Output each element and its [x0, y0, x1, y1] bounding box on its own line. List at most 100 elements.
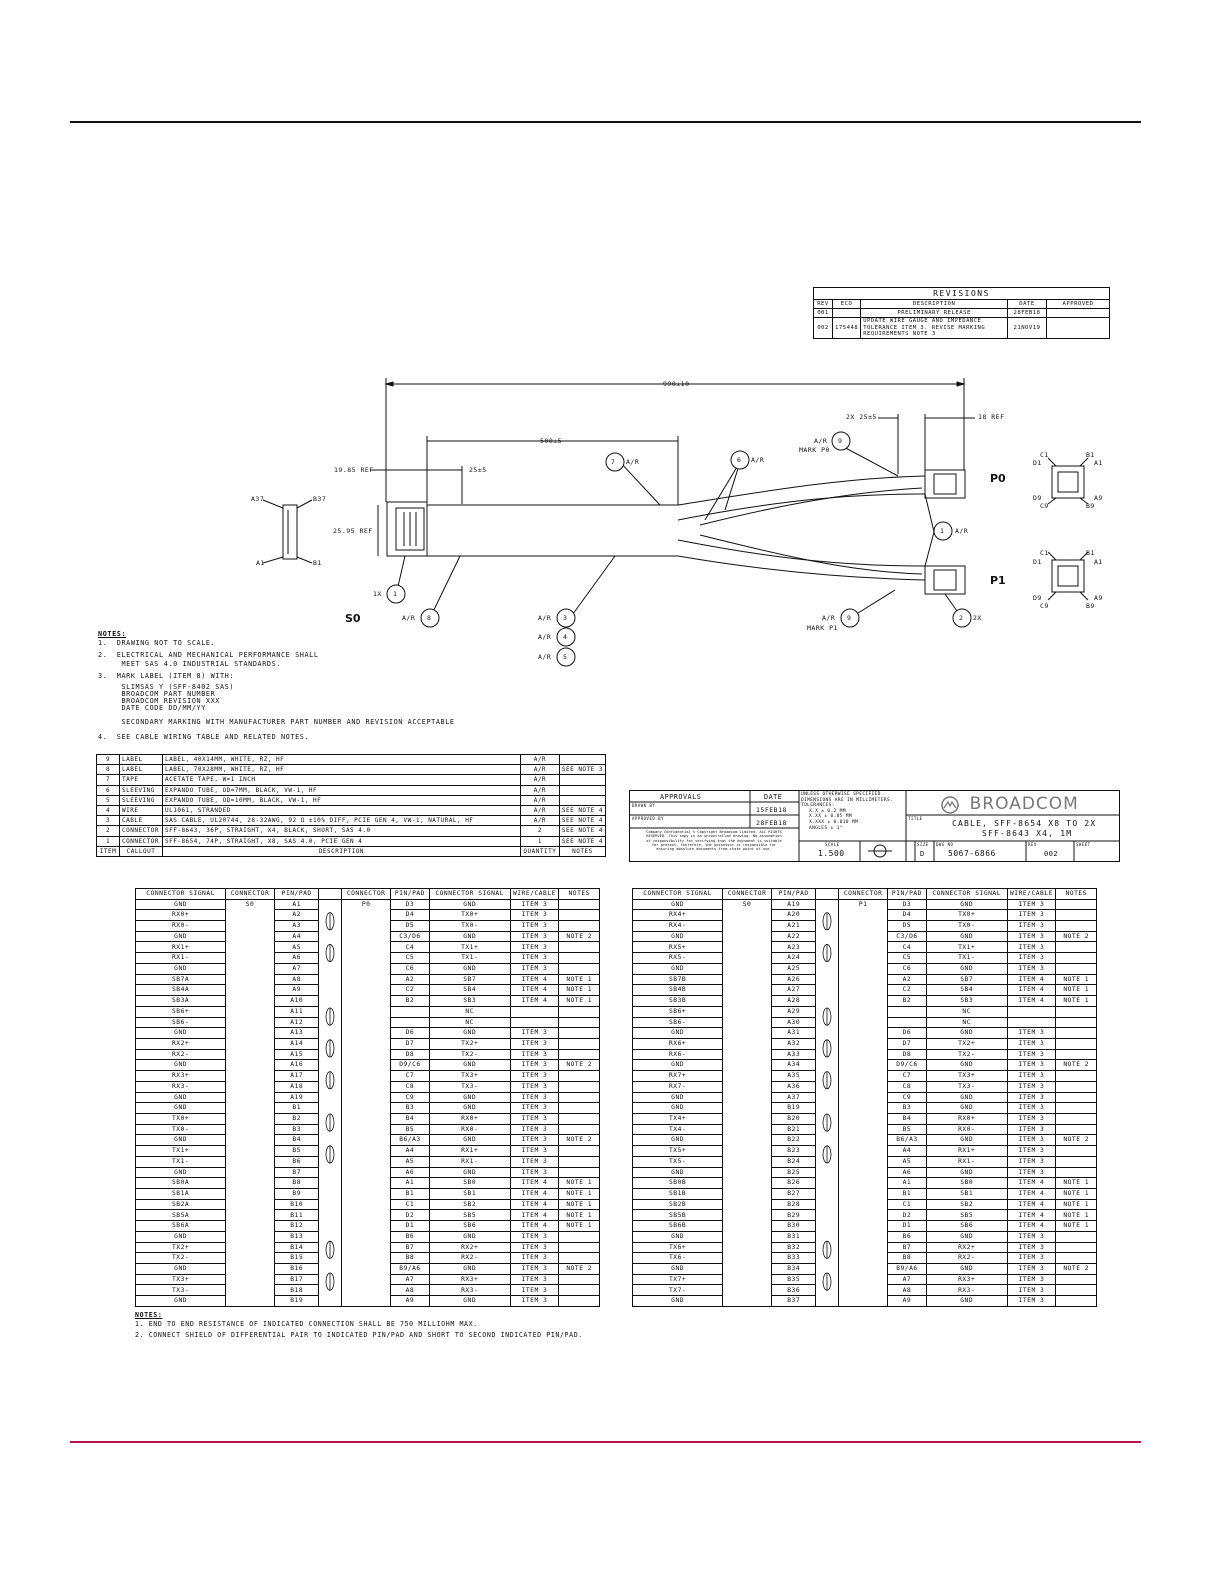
tolerance-line: UNLESS OTHERWISE SPECIFIED: [801, 792, 881, 797]
connector-signal-cell: TX7-: [631, 1284, 724, 1297]
notes-cell: NOTE 1: [1055, 1198, 1097, 1211]
wiring-header-cell: CONNECTOR SIGNAL: [428, 888, 511, 900]
date-cell: 21NOV19: [1007, 317, 1047, 339]
dim-tail: 2X 25±5: [846, 413, 877, 421]
wire-cable-cell: ITEM 3: [1006, 1252, 1057, 1265]
pin-pad-cell: D7: [390, 1037, 430, 1050]
pin-b1-label: B1: [313, 559, 322, 567]
quantity-cell: A/R: [519, 794, 560, 807]
wire-cable-cell: ITEM 3: [1006, 1230, 1057, 1243]
balloon-1: 1: [393, 590, 398, 598]
drawn-date: 15FEB18: [756, 806, 787, 814]
pin-pad-cell: B5: [273, 1145, 320, 1157]
connector-signal-cell: SB3: [428, 995, 511, 1007]
connector-signal-cell: GND: [925, 1102, 1008, 1114]
item-cell: 9: [96, 753, 120, 766]
wire-cable-cell: ITEM 3: [509, 952, 560, 964]
pin-pad-cell: D4: [887, 909, 927, 922]
connector-signal-cell: SB2B: [631, 1198, 724, 1211]
end-s0-label: S0: [345, 612, 361, 625]
pin-pad-cell: B13: [273, 1230, 320, 1243]
wire-cable-cell: ITEM 4: [509, 1220, 560, 1232]
wire-cable-cell: ITEM 3: [1006, 1091, 1057, 1104]
notes-cell: [558, 1284, 600, 1297]
rev-label: REV: [1028, 842, 1037, 847]
pin-pad-cell: D8: [887, 1048, 927, 1061]
pin-pad-cell: B7: [887, 1241, 927, 1254]
notes-cell: [1055, 1112, 1097, 1125]
callout-cell: SLEEVING: [119, 794, 163, 807]
pin-pad-cell: A37: [770, 1091, 817, 1104]
notes-cell: [1055, 1102, 1097, 1114]
notes-cell: [558, 898, 600, 911]
notes-cell: [558, 941, 600, 954]
connector-signal-cell: TX3-: [428, 1080, 511, 1093]
pin-pad-cell: B1: [390, 1188, 430, 1200]
connector-signal-cell: GND: [925, 1230, 1008, 1243]
notes-cell: NOTE 1: [558, 1177, 600, 1189]
pin-pad-cell: B19: [273, 1295, 320, 1307]
item-cell: 2: [96, 825, 120, 837]
connector-signal-cell: TX5+: [631, 1145, 724, 1157]
bom-header-callout: CALLOUT: [119, 845, 163, 858]
connector-signal-cell: TX0-: [428, 920, 511, 932]
pin-b9-label: B9: [1086, 502, 1095, 510]
item-cell: 3: [96, 815, 120, 827]
description-cell: EXPANDO TUBE, OD=10MM, BLACK, VW-1, HF: [162, 794, 521, 807]
item-cell: 5: [96, 794, 120, 807]
wiring-header-cell: NOTES: [1055, 888, 1097, 900]
connector-signal-cell: TX6-: [631, 1252, 724, 1265]
pin-pad-cell: B9/A6: [390, 1263, 430, 1275]
ar-label: A/R: [538, 653, 552, 661]
footer-rule: [70, 1441, 1141, 1443]
notes-cell: NOTE 1: [558, 1188, 600, 1200]
scale-value: 1.500: [818, 849, 845, 858]
pin-pad-cell: B4: [390, 1112, 430, 1125]
connector-signal-cell: GND: [925, 1027, 1008, 1039]
connector-signal-cell: RX3+: [134, 1070, 227, 1082]
connector-signal-cell: SB1: [428, 1188, 511, 1200]
wire-cable-cell: ITEM 3: [509, 1027, 560, 1039]
wire-cable-cell: ITEM 3: [1006, 962, 1057, 975]
notes-cell: [558, 784, 607, 796]
connector-signal-cell: RX2+: [428, 1241, 511, 1254]
pin-pad-cell: B26: [770, 1177, 817, 1189]
connector-signal-cell: TX3+: [134, 1273, 227, 1286]
dwg-no-label: DWG NO: [936, 842, 954, 847]
connector-signal-cell: NC: [925, 1016, 1008, 1029]
wire-cable-cell: ITEM 3: [509, 930, 560, 943]
note-3-line2: BROADCOM PART NUMBER: [98, 690, 216, 698]
connector-signal-cell: RX0+: [925, 1112, 1008, 1125]
notes-cell: NOTE 1: [1055, 984, 1097, 997]
connector-signal-cell: RX1-: [925, 1155, 1008, 1168]
wiring-header-cell: CONNECTOR SIGNAL: [631, 888, 724, 900]
notes-cell: [1055, 1241, 1097, 1254]
connector-signal-cell: GND: [428, 1263, 511, 1275]
pin-pad-cell: B36: [770, 1284, 817, 1297]
wire-cable-cell: ITEM 3: [1006, 941, 1057, 954]
pin-c1-label: C1: [1040, 451, 1049, 459]
wire-cable-cell: ITEM 3: [1006, 1080, 1057, 1093]
pin-pad-cell: D4: [390, 909, 430, 922]
pin-pad-cell: A10: [273, 995, 320, 1007]
connector-signal-cell: GND: [134, 1027, 227, 1039]
connector-signal-cell: RX3-: [428, 1284, 511, 1297]
connector-signal-cell: TX1+: [925, 941, 1008, 954]
pin-pad-cell: D1: [390, 1220, 430, 1232]
notes-cell: NOTE 2: [1055, 930, 1097, 943]
connector-signal-cell: TX1+: [428, 941, 511, 954]
connector-signal-cell: RX1+: [925, 1145, 1008, 1157]
